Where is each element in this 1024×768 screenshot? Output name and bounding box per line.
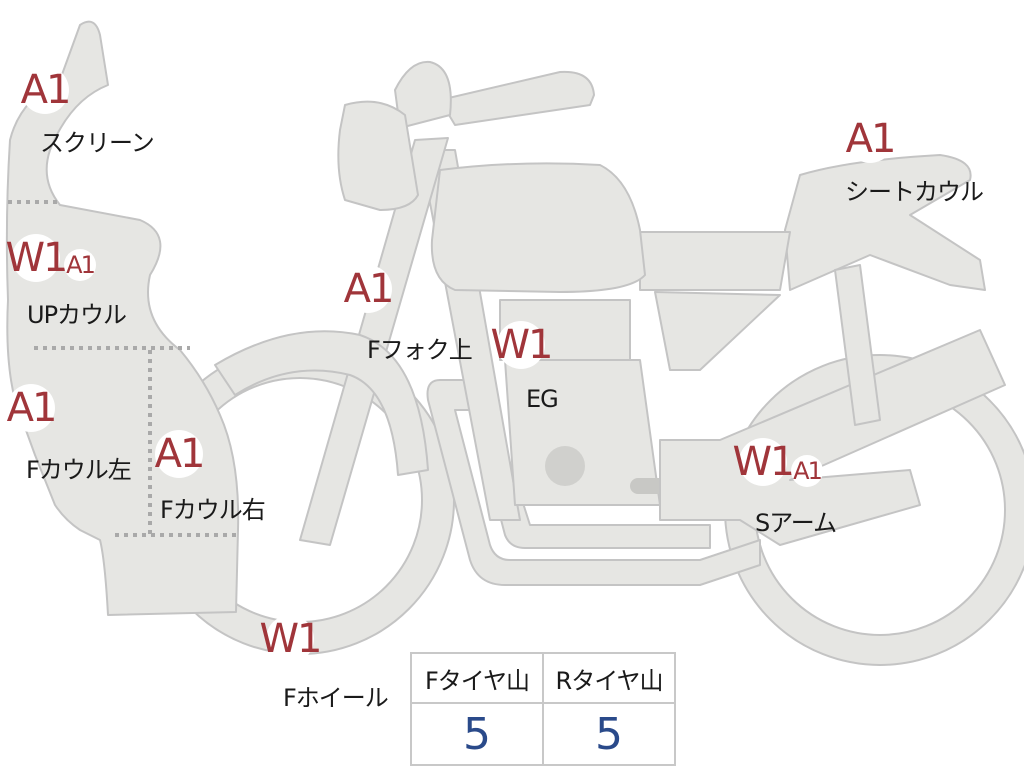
label-f-fork-upper: Fフォク上 bbox=[367, 336, 473, 364]
grade-badge-f-cowl-right: A1 bbox=[154, 430, 205, 478]
rear-tire-header: Rタイヤ山 bbox=[542, 652, 676, 704]
rear-tire-value: 5 bbox=[542, 702, 676, 766]
handlebar bbox=[439, 70, 595, 126]
fuel-tank bbox=[430, 162, 646, 293]
grade-badge-swing-arm-w: W1 bbox=[732, 438, 796, 486]
grade-badge-seat-cowl: A1 bbox=[845, 115, 896, 163]
grade-badge-f-fork-upper: A1 bbox=[343, 265, 394, 313]
grade-badge-engine: W1 bbox=[490, 321, 554, 369]
label-f-wheel: Fホイール bbox=[283, 684, 389, 712]
grade-badge-f-cowl-left: A1 bbox=[6, 384, 57, 432]
grade-badge-up-cowl-a: A1 bbox=[64, 249, 96, 281]
label-f-cowl-left: Fカウル左 bbox=[26, 456, 132, 484]
grade-badge-swing-arm-a: A1 bbox=[791, 455, 823, 487]
grade-badge-screen: A1 bbox=[20, 66, 71, 114]
tire-tread-table: Fタイヤ山 Rタイヤ山 5 5 bbox=[410, 652, 676, 766]
label-seat-cowl: シートカウル bbox=[845, 178, 984, 206]
label-engine: EG bbox=[526, 385, 559, 413]
grade-badge-up-cowl-w: W1 bbox=[5, 234, 69, 282]
exhaust-pipe bbox=[426, 379, 761, 586]
label-swing-arm: Sアーム bbox=[755, 509, 837, 537]
front-fender bbox=[214, 330, 429, 476]
label-screen: スクリーン bbox=[40, 129, 155, 157]
front-tire-header: Fタイヤ山 bbox=[410, 652, 544, 704]
grade-badge-f-wheel: W1 bbox=[259, 615, 323, 663]
seat-cowl bbox=[784, 154, 986, 291]
front-tire-value: 5 bbox=[410, 702, 544, 766]
swing-arm bbox=[659, 329, 1006, 546]
label-f-cowl-right: Fカウル右 bbox=[160, 496, 266, 524]
label-up-cowl: UPカウル bbox=[27, 301, 127, 329]
